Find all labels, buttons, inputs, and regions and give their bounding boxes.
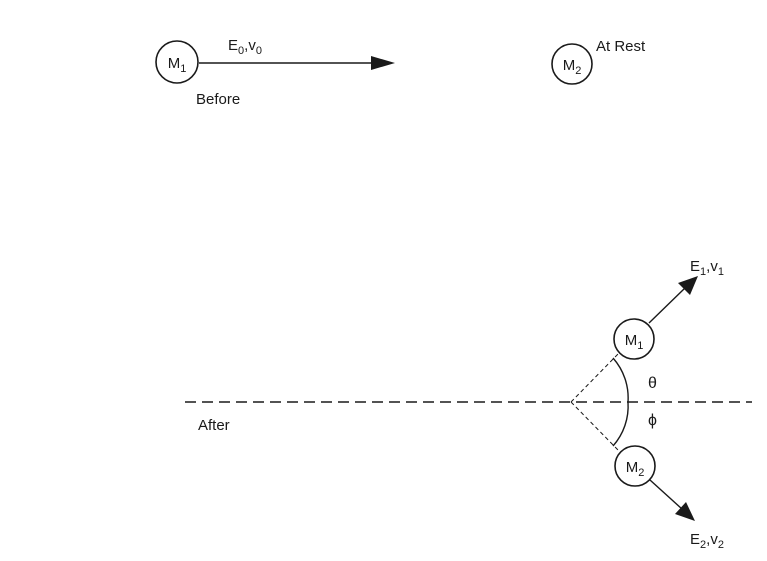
projectile-m1: M1 <box>155 40 199 84</box>
before-panel: M1 E0,v0 Before M2 At Rest <box>155 37 646 108</box>
before-caption: Before <box>196 91 240 108</box>
incident-energy-velocity-label: E0,v0 <box>228 37 262 57</box>
recoil-m2-label: M2 <box>626 459 645 479</box>
after-panel: After θ ϕ M1 E1,v1 M2 E2,v2 <box>185 258 752 551</box>
projectile-m1-label: M1 <box>168 55 187 75</box>
theta-arc <box>612 357 629 403</box>
theta-label: θ <box>648 375 657 392</box>
recoil-m2: M2 <box>614 445 656 487</box>
phi-arc <box>612 401 629 447</box>
incident-arrowhead <box>371 56 395 70</box>
scattered-m1: M1 <box>613 318 655 360</box>
recoil-energy-velocity-label: E2,v2 <box>690 531 724 551</box>
scattered-m1-label: M1 <box>625 332 644 352</box>
scattered-m1-trajectory <box>648 287 686 324</box>
scattered-m1-arrowhead <box>678 276 698 295</box>
recoil-m2-arrowhead <box>675 502 695 521</box>
target-state-label: At Rest <box>596 38 646 55</box>
scattered-energy-velocity-label: E1,v1 <box>690 258 724 278</box>
target-m2: M2 <box>551 43 593 85</box>
phi-label: ϕ <box>648 412 657 429</box>
scatter-path-m2 <box>570 401 621 453</box>
after-caption: After <box>198 417 230 434</box>
recoil-m2-trajectory <box>649 479 683 510</box>
target-m2-label: M2 <box>563 57 582 77</box>
scatter-path-m1 <box>570 351 621 403</box>
